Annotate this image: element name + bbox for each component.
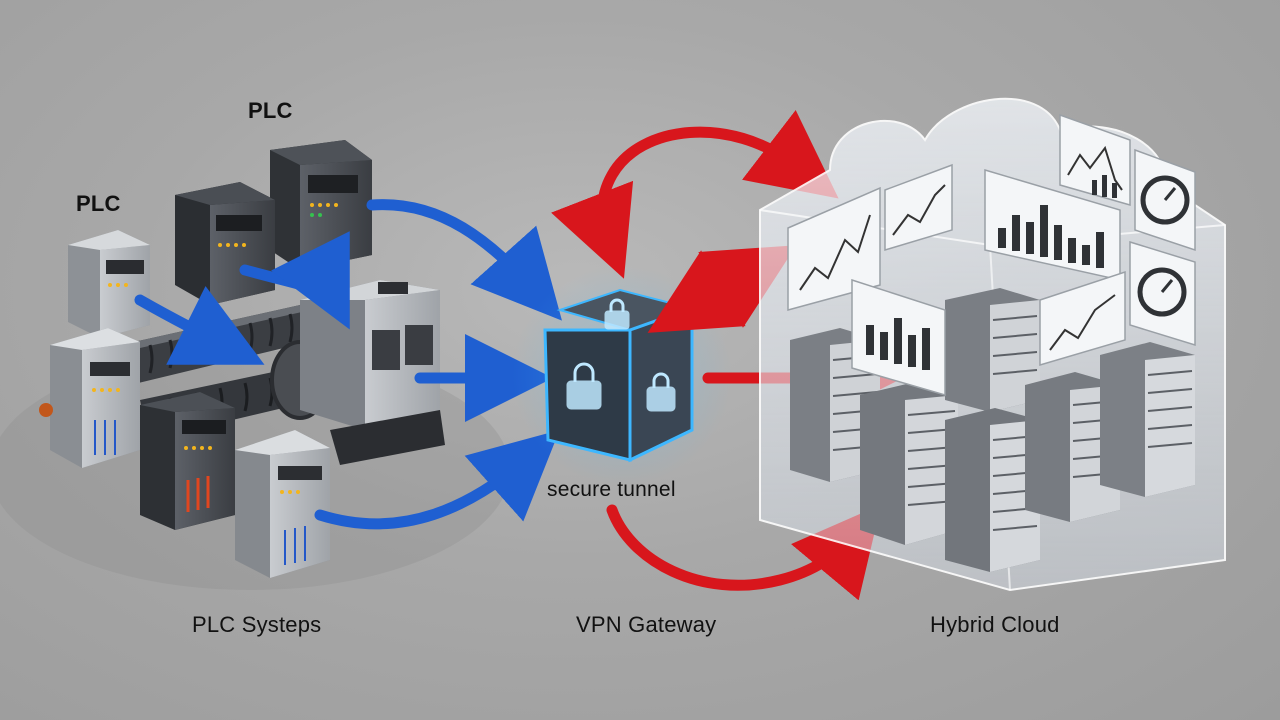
blue-arrow-top: [366, 199, 562, 321]
gauge-panel-lower-icon: [1129, 240, 1196, 347]
line-chart-panel-small-icon: [884, 163, 953, 252]
red-arrow-bidirectional: [647, 245, 797, 333]
line-chart-panel-right-icon: [1039, 270, 1126, 367]
plc-top-label: PLC: [248, 98, 293, 123]
trend-chart-panel-icon: [1059, 113, 1131, 206]
bar-chart-panel-front-icon: [851, 278, 946, 396]
padlock-icon: [566, 298, 676, 412]
blue-arrow-bottom: [314, 430, 560, 530]
plc-cabinet-top: [270, 140, 372, 270]
plc-systems-label: PLC Systeps: [192, 612, 322, 637]
hybrid-cloud-label: Hybrid Cloud: [930, 612, 1060, 637]
hybrid-cloud: [759, 97, 1226, 592]
plc-cabinet-back: [175, 182, 275, 305]
server-racks: [790, 288, 1195, 572]
dashboard-panels: [787, 113, 1196, 396]
line-chart-panel-icon: [787, 186, 881, 311]
plc-cabinet-front-left: [39, 328, 140, 468]
plc-left-label: PLC: [76, 191, 121, 216]
plc-to-gateway-arrows: [134, 199, 562, 530]
plc-cabinet-front-middle: [140, 392, 235, 530]
plc-cabinet-front-right: [235, 430, 330, 578]
vpn-gateway-label: VPN Gateway: [576, 612, 717, 637]
secure-tunnel-label: secure tunnel: [547, 478, 676, 501]
gauge-panel-icon: [1134, 148, 1196, 252]
red-arrow-top-loop: [551, 110, 839, 279]
red-arrow-bottom: [606, 504, 882, 601]
plc-cabinet-left: [68, 230, 150, 338]
blue-arrow-inner: [239, 231, 350, 330]
blue-arrow-left: [134, 286, 265, 365]
